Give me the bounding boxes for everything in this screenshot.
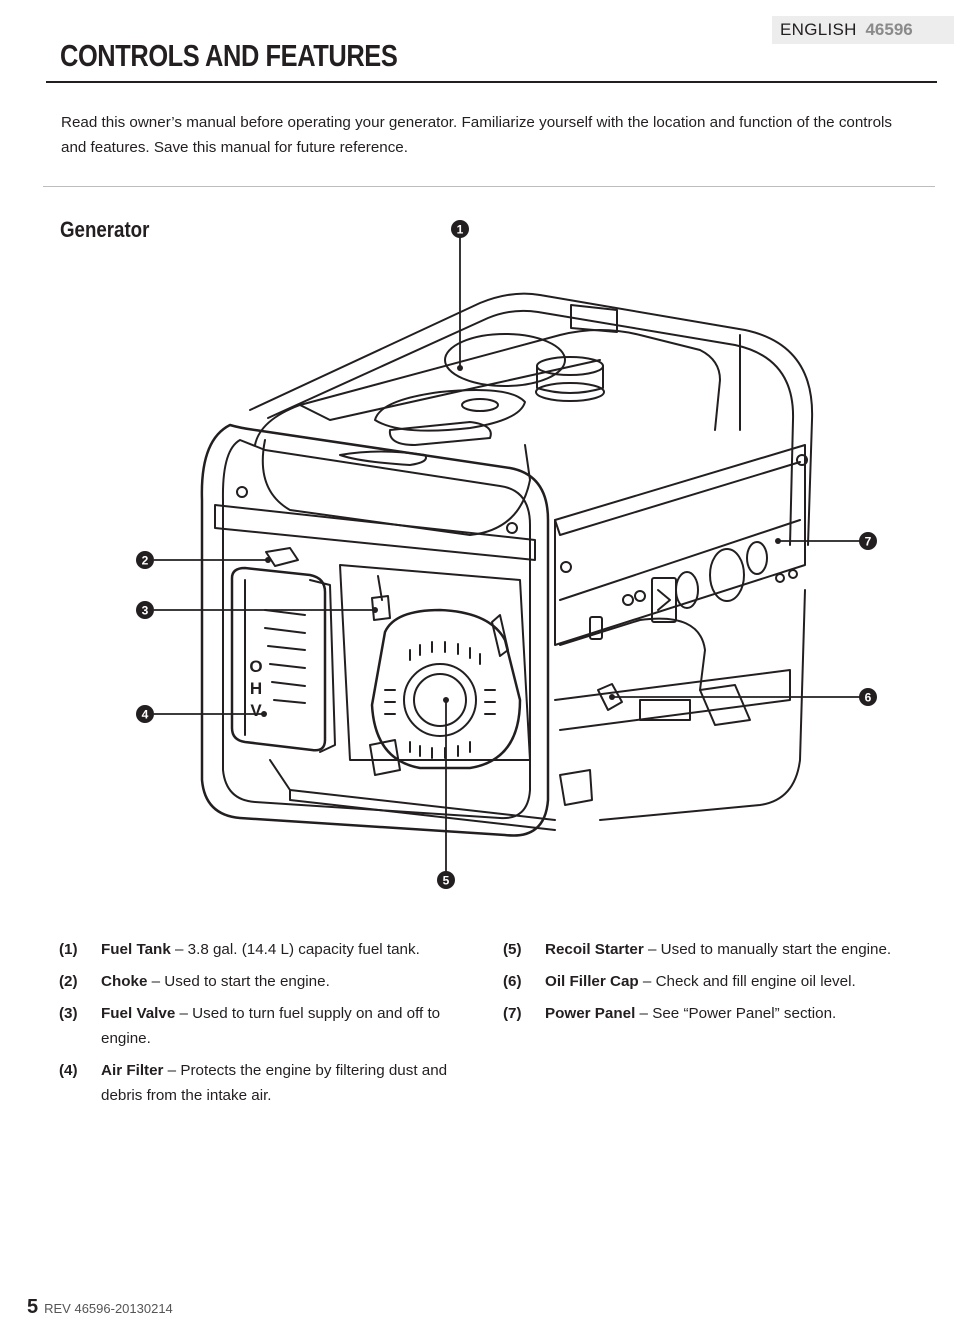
callout-4-number: 4 (142, 708, 149, 722)
feature-number: (2) (59, 973, 78, 990)
feature-number: (6) (503, 973, 522, 990)
ohv-letter-o: O (249, 657, 262, 676)
feature-number: (5) (503, 941, 522, 958)
section-divider (43, 186, 935, 187)
revision-label: REV 46596-20130214 (44, 1301, 173, 1316)
callout-6: 6 (859, 688, 877, 706)
callout-3: 3 (136, 601, 154, 619)
callout-2-number: 2 (142, 554, 149, 568)
feature-number: (7) (503, 1005, 522, 1022)
page-number: 5 (27, 1296, 39, 1318)
callout-7: 7 (859, 532, 877, 550)
callout-3-number: 3 (142, 604, 149, 618)
page-title: CONTROLS AND FEATURES (60, 38, 398, 73)
language-label: ENGLISH (780, 20, 857, 39)
page-footer: 5 REV 46596-20130214 (27, 1296, 173, 1319)
callout-1-number: 1 (457, 223, 464, 237)
feature-description: – Check and fill engine oil level. (638, 973, 856, 990)
feature-item-fuel-valve: (3) Fuel Valve – Used to turn fuel suppl… (59, 1001, 479, 1051)
feature-name: Fuel Valve (101, 1005, 176, 1022)
callout-5: 5 (437, 871, 455, 889)
callout-6-number: 6 (865, 691, 872, 705)
feature-description: – Used to manually start the engine. (643, 941, 892, 958)
callout-5-number: 5 (443, 874, 450, 888)
feature-description: – Used to start the engine. (147, 973, 330, 990)
language-tab: ENGLISH 46596 (772, 16, 954, 44)
feature-number: (4) (59, 1062, 78, 1079)
feature-name: Air Filter (101, 1062, 164, 1079)
feature-name: Choke (101, 973, 148, 990)
feature-description: – Used to turn fuel supply on and off to… (101, 1005, 441, 1047)
ohv-letter-h: H (250, 679, 262, 698)
generator-illustration: O H V 1 2 3 4 5 (136, 220, 877, 889)
feature-item-recoil-starter: (5) Recoil Starter – Used to manually st… (503, 937, 933, 962)
feature-description: – See “Power Panel” section. (635, 1005, 837, 1022)
feature-item-fuel-tank: (1) Fuel Tank – 3.8 gal. (14.4 L) capaci… (59, 937, 479, 962)
section-title: Generator (60, 217, 150, 242)
feature-number: (1) (59, 941, 78, 958)
title-divider (46, 81, 937, 83)
feature-name: Fuel Tank (101, 941, 171, 958)
features-list-right: (5) Recoil Starter – Used to manually st… (503, 937, 933, 1033)
feature-item-power-panel: (7) Power Panel – See “Power Panel” sect… (503, 1001, 933, 1026)
feature-name: Oil Filler Cap (545, 973, 639, 990)
feature-name: Recoil Starter (545, 941, 644, 958)
ohv-letter-v: V (250, 701, 262, 720)
feature-description: – Protects the engine by filtering dust … (101, 1062, 448, 1104)
feature-number: (3) (59, 1005, 78, 1022)
feature-item-air-filter: (4) Air Filter – Protects the engine by … (59, 1058, 479, 1108)
feature-item-choke: (2) Choke – Used to start the engine. (59, 969, 479, 994)
feature-description: – 3.8 gal. (14.4 L) capacity fuel tank. (170, 941, 420, 958)
model-number: 46596 (865, 20, 913, 39)
callout-4: 4 (136, 705, 154, 723)
features-list-left: (1) Fuel Tank – 3.8 gal. (14.4 L) capaci… (59, 937, 479, 1115)
callout-1: 1 (451, 220, 469, 238)
feature-name: Power Panel (545, 1005, 636, 1022)
intro-paragraph: Read this owner’s manual before operatin… (61, 114, 892, 156)
callout-7-number: 7 (865, 535, 872, 549)
callout-2: 2 (136, 551, 154, 569)
feature-item-oil-filler-cap: (6) Oil Filler Cap – Check and fill engi… (503, 969, 933, 994)
